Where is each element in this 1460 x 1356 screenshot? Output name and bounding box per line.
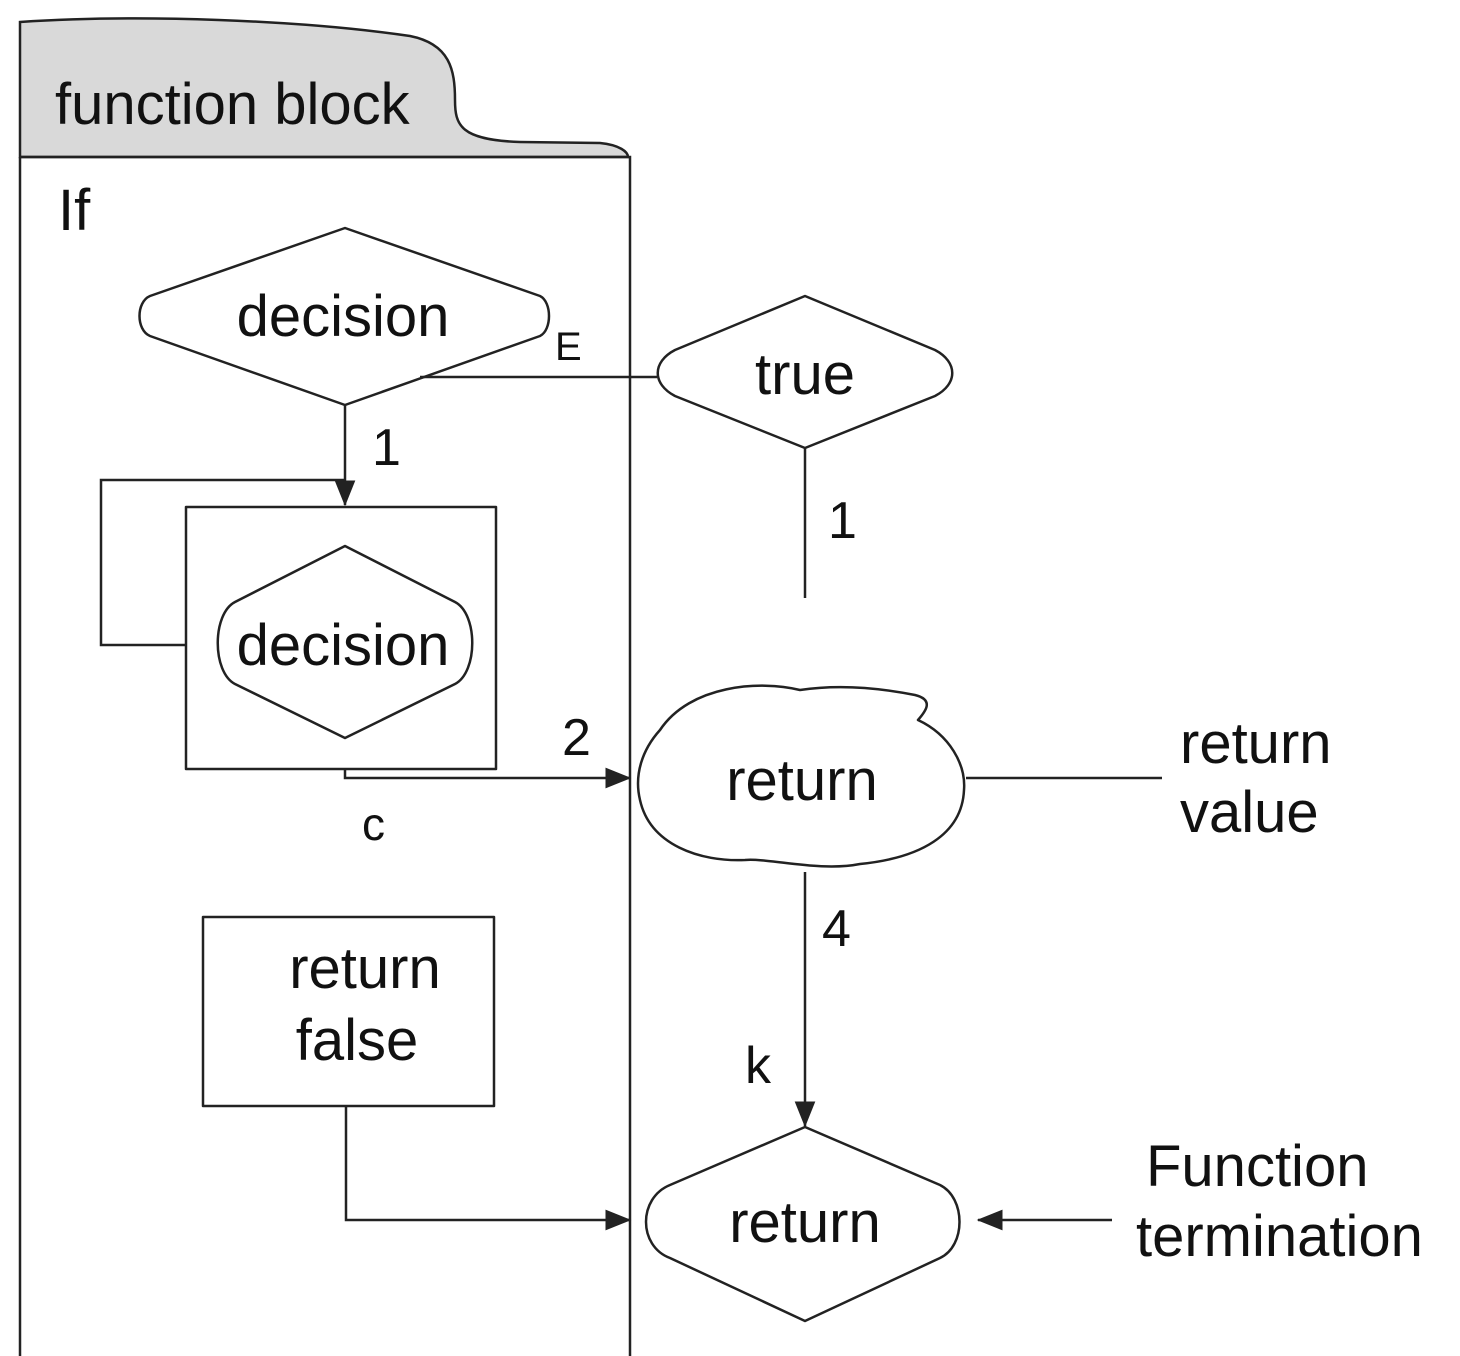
inner-process-box[interactable]: decision	[184, 505, 498, 771]
return-terminal-label: return	[729, 1190, 881, 1255]
edge-label-k: k	[745, 1037, 772, 1095]
edge-label-one-right: 1	[828, 492, 857, 550]
function-termination-line2: termination	[1136, 1204, 1423, 1269]
edge-label-two: 2	[562, 709, 591, 767]
true-node[interactable]: true	[656, 294, 954, 450]
edge-inner-to-return	[343, 767, 632, 789]
function-block-frame: function block If	[18, 17, 632, 1356]
return-value-annotation: return value	[1180, 711, 1332, 845]
edge-label-four: 4	[822, 900, 851, 958]
loop-back-edge	[99, 478, 345, 647]
return-value-line2: value	[1180, 780, 1319, 845]
edge-label-one-left: 1	[372, 419, 401, 477]
return-terminal-shape	[644, 1125, 961, 1323]
function-termination-annotation: Function termination	[1136, 1134, 1423, 1269]
function-block-tab	[18, 17, 630, 159]
true-label: true	[755, 342, 855, 407]
decision-inner-label: decision	[237, 613, 450, 678]
edge-label-c: c	[362, 798, 385, 850]
if-section-label: If	[58, 178, 91, 243]
return-cloud-label: return	[726, 748, 878, 813]
return-false-line1: return	[289, 936, 441, 1001]
return-terminal-node[interactable]: return	[644, 1125, 961, 1323]
return-false-node[interactable]: return false	[201, 915, 496, 1108]
return-false-line2: false	[296, 1008, 419, 1073]
return-cloud-shape	[636, 684, 966, 868]
decision-top-node[interactable]: decision	[138, 226, 551, 407]
return-false-shape	[201, 915, 496, 1108]
function-block-title: function block	[55, 72, 411, 137]
function-block-body	[18, 155, 632, 1356]
edge-return-false-to-terminal	[344, 1106, 632, 1231]
function-termination-line1: Function	[1146, 1134, 1368, 1199]
inner-hexagon-shape	[216, 544, 474, 740]
return-value-line1: return	[1180, 711, 1332, 776]
decision-top-label: decision	[237, 284, 450, 349]
return-cloud-node[interactable]: return	[636, 684, 966, 868]
edge-label-e: E	[555, 325, 582, 369]
